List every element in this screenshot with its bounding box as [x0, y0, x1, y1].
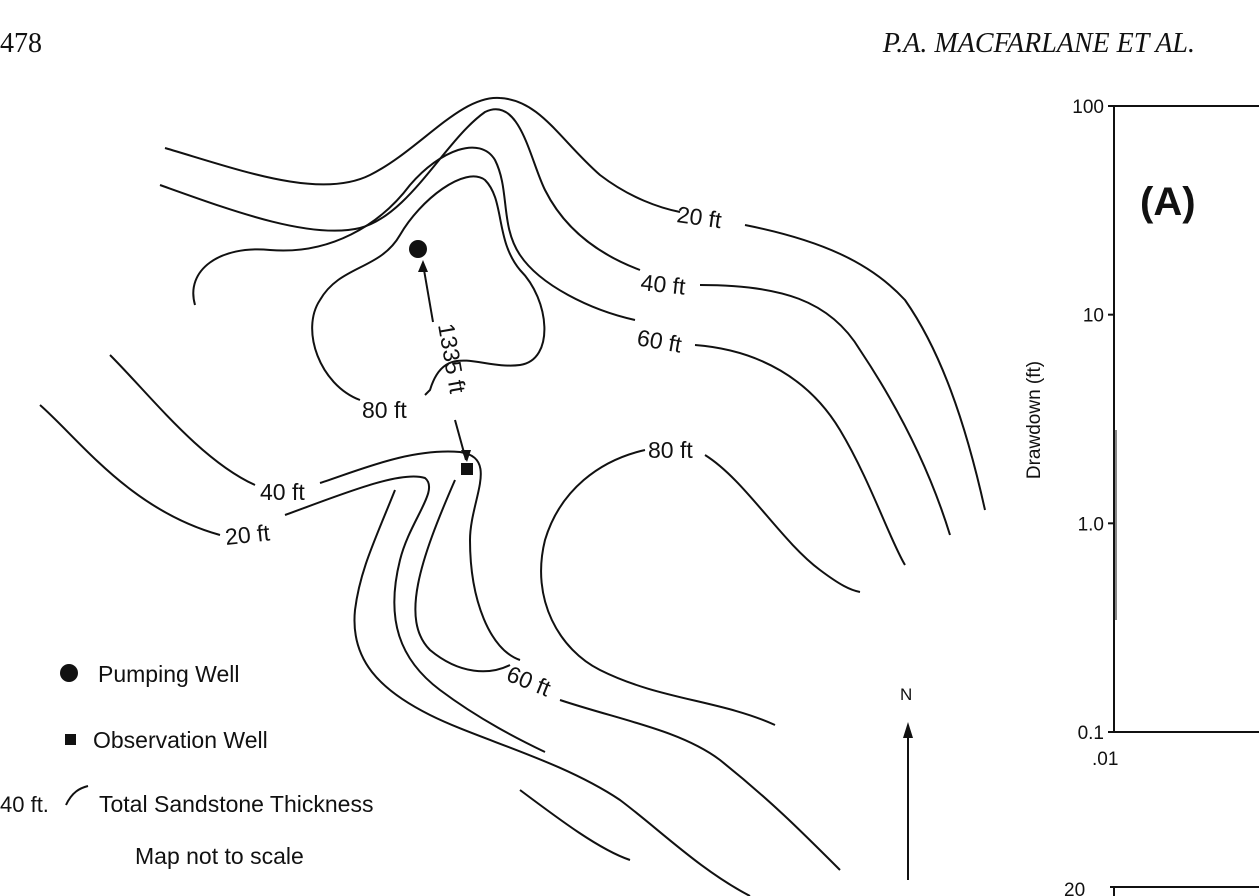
- legend-note: Map not to scale: [135, 843, 304, 869]
- y-tick-label: 1.0: [1078, 514, 1104, 535]
- contour-line-40ft-upper: [159, 108, 951, 536]
- contour-label-40ft-lower: 40 ft: [260, 479, 305, 505]
- legend-pumping-well-icon: [60, 664, 78, 682]
- y-tick-group: 100 10 1.0 0.1: [1072, 97, 1114, 744]
- contour-label-60ft-lower: 60 ft: [503, 661, 555, 702]
- contour-label-80ft-lower: 80 ft: [648, 437, 693, 463]
- contour-label-60ft: 60 ft: [635, 324, 684, 357]
- contour-line-60ft-upper: [192, 146, 906, 566]
- drawdown-chart: 100 10 1.0 0.1 .01 (A) Drawdown (ft): [1024, 97, 1259, 770]
- panel-label: (A): [1140, 180, 1196, 224]
- distance-arrow-up: [422, 263, 434, 323]
- contour-line-80ft-lower: [540, 449, 861, 726]
- legend-observation-well: Observation Well: [93, 727, 268, 753]
- legend-pumping-well: Pumping Well: [98, 661, 239, 687]
- contour-line-60ft-lower: [353, 489, 751, 896]
- legend-contour-line-icon: [65, 785, 89, 806]
- arrowhead-down-icon: [461, 450, 471, 462]
- page-number: 478: [0, 28, 42, 59]
- north-arrow-icon: [903, 722, 913, 738]
- contour-map: [39, 96, 986, 896]
- y-tick-label: 100: [1072, 97, 1104, 118]
- contour-line-20ft-lower: [39, 404, 546, 753]
- contour-label-20ft-lower: 20 ft: [224, 519, 272, 550]
- running-title: P.A. MACFARLANE ET AL.: [882, 28, 1195, 59]
- x-tick-label: .01: [1092, 749, 1118, 770]
- legend-observation-well-icon: [65, 734, 76, 745]
- y-axis-label: Drawdown (ft): [1024, 361, 1045, 479]
- contour-line-40ft-lower: [109, 354, 521, 661]
- contour-line-20ft-upper: [164, 96, 986, 511]
- y-tick-label: 0.1: [1078, 723, 1104, 744]
- observation-well-marker: [461, 463, 473, 475]
- contour-label-20ft: 20 ft: [675, 201, 724, 233]
- contour-label-80ft-inner: 80 ft: [362, 397, 407, 423]
- y-tick-label: 10: [1083, 306, 1104, 327]
- legend-contour-sample: 40 ft.: [0, 792, 49, 817]
- contour-line-60ft-lower-b: [414, 479, 841, 871]
- lower-chart-tick: 20: [1064, 880, 1085, 896]
- pumping-well-marker: [409, 240, 427, 258]
- contour-line-extra-left: [519, 789, 631, 861]
- north-label: N: [900, 685, 912, 704]
- arrowhead-up-icon: [418, 260, 428, 272]
- distance-label: 1335 ft: [433, 321, 471, 395]
- contour-label-40ft: 40 ft: [639, 269, 687, 300]
- legend-contour-desc: Total Sandstone Thickness: [99, 791, 373, 817]
- contour-line-80ft-inner: [311, 175, 546, 401]
